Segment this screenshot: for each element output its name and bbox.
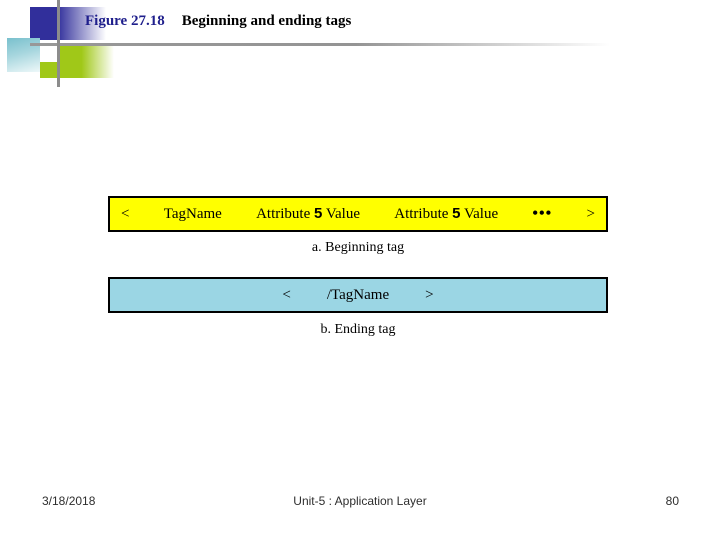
- attribute-1-eq: 5: [314, 205, 323, 222]
- close-bracket: >: [425, 286, 434, 303]
- attribute-1-value: Value: [325, 206, 360, 222]
- attribute-2: Attribute 5 Value: [394, 205, 498, 223]
- logo-green-foot: [40, 62, 58, 78]
- logo-green-rect: [58, 46, 114, 78]
- ending-tag-box: < /TagName >: [108, 277, 608, 313]
- figure-title: Beginning and ending tags: [181, 13, 352, 29]
- title-divider-line: [30, 43, 622, 46]
- ellipsis-dots: •••: [532, 205, 553, 222]
- attribute-2-eq: 5: [452, 205, 461, 222]
- attribute-1-name: Attribute: [256, 206, 311, 222]
- tag-name: TagName: [163, 205, 222, 222]
- beginning-tag-box: < TagName Attribute 5 Value Attribute 5 …: [108, 196, 608, 232]
- attribute-2-value: Value: [463, 206, 499, 222]
- ending-tag-caption: b. Ending tag: [320, 322, 396, 337]
- footer-date: 3/18/2018: [42, 494, 96, 508]
- attribute-1: Attribute 5 Value: [256, 205, 360, 223]
- footer-page-number: 80: [665, 494, 679, 508]
- tags-diagram: < TagName Attribute 5 Value Attribute 5 …: [108, 196, 608, 340]
- open-bracket: <: [282, 286, 291, 303]
- figure-label: Figure 27.18: [85, 13, 165, 29]
- beginning-tag-caption: a. Beginning tag: [311, 240, 405, 255]
- logo-blue-square: [30, 7, 106, 40]
- close-bracket: >: [586, 205, 595, 222]
- closing-tag-name: /TagName: [326, 286, 390, 303]
- open-bracket: <: [121, 205, 130, 222]
- footer-unit-title: Unit-5 : Application Layer: [293, 494, 427, 508]
- logo-vertical-line: [57, 0, 60, 87]
- attribute-2-name: Attribute: [394, 206, 449, 222]
- slide-title: Figure 27.18 Beginning and ending tags: [85, 13, 351, 30]
